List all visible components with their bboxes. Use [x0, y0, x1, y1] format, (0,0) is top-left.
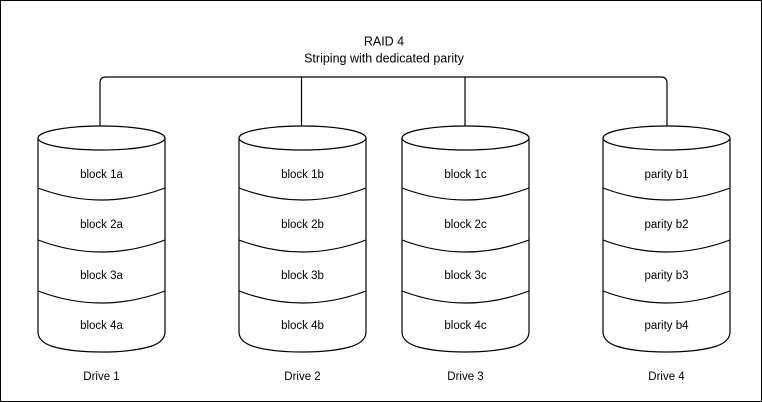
block-label: block 2b — [281, 219, 324, 231]
block-label: parity b4 — [644, 320, 689, 332]
block-label: parity b1 — [644, 169, 688, 181]
cylinder-2-body — [238, 137, 367, 353]
cylinder-1-divider-2 — [37, 239, 166, 253]
drive-cylinder-2: block 1b block 2b block 3b block 4b Driv… — [238, 125, 367, 383]
diagram-subtitle: Striping with dedicated parity — [304, 51, 465, 65]
cylinder-3-divider-2 — [401, 239, 530, 253]
controller-bus — [99, 76, 668, 127]
block-label: block 3c — [444, 270, 486, 282]
cylinder-3-body — [401, 137, 530, 353]
cylinder-2-top-ellipse — [238, 125, 367, 151]
drive-label: Drive 3 — [447, 371, 483, 383]
drive-label: Drive 2 — [284, 371, 320, 383]
cylinder-3-divider-1 — [401, 187, 530, 201]
drive-cylinder-3: block 1c block 2c block 3c block 4c Driv… — [401, 125, 530, 383]
block-label: block 4b — [281, 320, 324, 332]
drive-cylinder-1: block 1a block 2a block 3a block 4a Driv… — [37, 125, 166, 383]
block-label: block 2a — [80, 219, 123, 231]
cylinder-1-divider-1 — [37, 187, 166, 201]
cylinder-1-top-ellipse — [37, 125, 166, 151]
bus-backbone-line — [99, 76, 668, 127]
block-label: block 3a — [80, 270, 123, 282]
block-label: parity b3 — [644, 270, 688, 282]
block-label: block 4a — [80, 320, 123, 332]
cylinder-4-top-ellipse — [602, 125, 731, 151]
block-label: block 2c — [444, 219, 486, 231]
cylinder-4-body — [602, 137, 731, 353]
cylinder-2-divider-3 — [238, 290, 367, 304]
block-label: block 4c — [444, 320, 486, 332]
block-label: block 1b — [281, 169, 324, 181]
cylinder-4-divider-1 — [602, 187, 731, 201]
cylinder-3-top-ellipse — [401, 125, 530, 151]
block-label: block 1a — [80, 169, 123, 181]
drive-label: Drive 1 — [83, 371, 119, 383]
drive-label: Drive 4 — [648, 371, 685, 383]
block-label: block 1c — [444, 169, 486, 181]
cylinder-3-divider-3 — [401, 290, 530, 304]
cylinder-4-divider-2 — [602, 239, 731, 253]
block-label: block 3b — [281, 270, 324, 282]
cylinder-2-divider-2 — [238, 239, 367, 253]
diagram-title: RAID 4 — [364, 34, 404, 48]
cylinder-2-divider-1 — [238, 187, 367, 201]
cylinder-1-body — [37, 137, 166, 353]
drive-cylinder-4: parity b1 parity b2 parity b3 parity b4 … — [602, 125, 731, 383]
block-label: parity b2 — [644, 219, 688, 231]
cylinder-4-divider-3 — [602, 290, 731, 304]
cylinder-1-divider-3 — [37, 290, 166, 304]
